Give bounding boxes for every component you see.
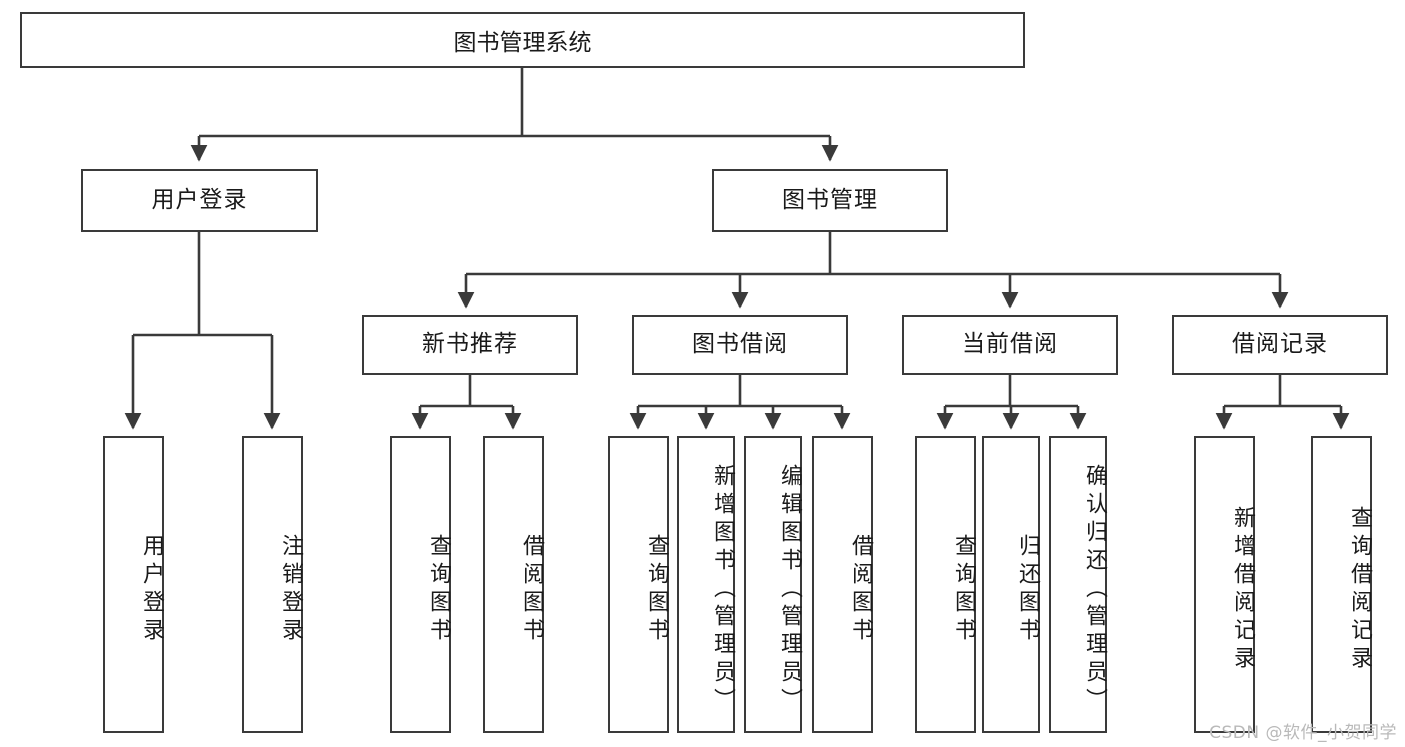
node-label: 注销登录 (278, 533, 303, 646)
node-label: 编辑图书（管理员） (777, 463, 802, 716)
leaf-query-books-current[interactable]: 查询图书 (915, 436, 976, 733)
node-borrowing-records[interactable]: 借阅记录 (1172, 315, 1388, 375)
node-book-management[interactable]: 图书管理 (712, 169, 948, 232)
node-user-login[interactable]: 用户登录 (81, 169, 318, 232)
node-label: 用户登录 (139, 533, 164, 646)
leaf-query-books-borrowing[interactable]: 查询图书 (608, 436, 669, 733)
node-label: 借阅图书 (848, 533, 873, 646)
leaf-confirm-return-admin[interactable]: 确认归还（管理员） (1049, 436, 1107, 733)
node-label: 查询借阅记录 (1347, 505, 1372, 674)
leaf-add-book-admin[interactable]: 新增图书（管理员） (677, 436, 735, 733)
node-label: 借阅图书 (519, 533, 544, 646)
leaf-borrow-books-recommendation[interactable]: 借阅图书 (483, 436, 544, 733)
node-label: 图书管理 (782, 186, 878, 213)
node-label: 借阅记录 (1232, 331, 1328, 358)
node-label: 当前借阅 (962, 331, 1058, 358)
leaf-borrow-books-borrowing[interactable]: 借阅图书 (812, 436, 873, 733)
csdn-watermark: CSDN @软件_小贺同学 (1209, 723, 1397, 743)
leaf-query-borrowing-record[interactable]: 查询借阅记录 (1311, 436, 1372, 733)
node-label: 用户登录 (151, 186, 248, 213)
leaf-return-books[interactable]: 归还图书 (982, 436, 1040, 733)
node-label: 查询图书 (951, 533, 976, 646)
node-new-book-recommendation[interactable]: 新书推荐 (362, 315, 578, 375)
node-label: 归还图书 (1015, 533, 1040, 646)
node-root-book-management-system[interactable]: 图书管理系统 (20, 12, 1025, 68)
node-label: 查询图书 (426, 533, 451, 646)
leaf-user-login[interactable]: 用户登录 (103, 436, 164, 733)
node-book-borrowing[interactable]: 图书借阅 (632, 315, 848, 375)
leaf-logout[interactable]: 注销登录 (242, 436, 303, 733)
node-label: 确认归还（管理员） (1082, 463, 1107, 716)
leaf-query-books-recommendation[interactable]: 查询图书 (390, 436, 451, 733)
node-current-borrowing[interactable]: 当前借阅 (902, 315, 1118, 375)
node-label: 新增借阅记录 (1230, 505, 1255, 674)
node-label: 新增图书（管理员） (710, 463, 735, 716)
leaf-edit-book-admin[interactable]: 编辑图书（管理员） (744, 436, 802, 733)
node-label: 图书借阅 (692, 331, 788, 358)
node-label: 新书推荐 (422, 331, 518, 358)
leaf-add-borrowing-record[interactable]: 新增借阅记录 (1194, 436, 1255, 733)
node-label: 图书管理系统 (453, 30, 592, 56)
node-label: 查询图书 (644, 533, 669, 646)
